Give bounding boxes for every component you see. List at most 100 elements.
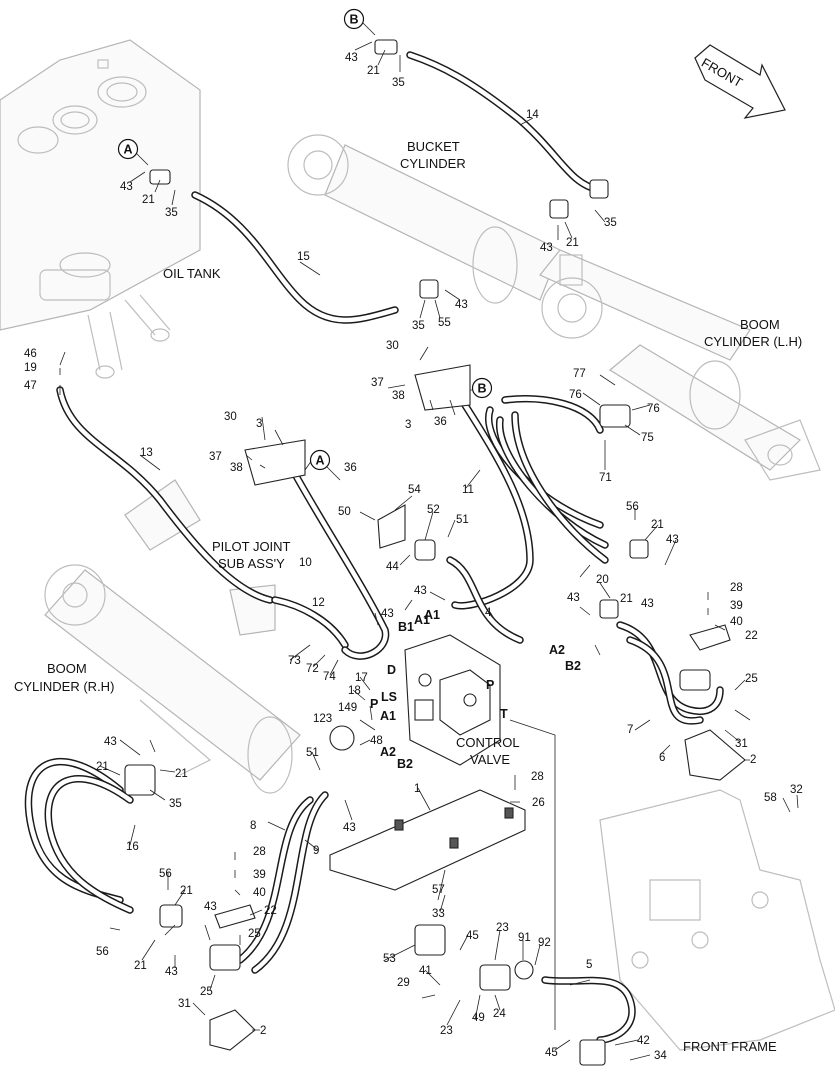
leader-lines	[59, 21, 799, 1061]
port-label: A2	[380, 745, 396, 759]
callout: 41	[419, 965, 432, 977]
callout: 25	[200, 986, 213, 998]
port-label: A1	[380, 709, 396, 723]
callout: 48	[370, 735, 383, 747]
callout: 43	[540, 242, 553, 254]
callout: 72	[306, 663, 319, 675]
boom-cylinder-rh-outline	[44, 564, 301, 794]
bucket-cylinder-outline	[287, 134, 751, 361]
oil-tank-label: OIL TANK	[163, 266, 221, 281]
callout: 92	[538, 937, 551, 949]
callout: 21	[134, 960, 147, 972]
callout: 56	[159, 868, 172, 880]
pilot-joint-label-1: PILOT JOINT	[212, 539, 291, 554]
boom-cylinder-lh-label-1: BOOM	[740, 317, 780, 332]
callout: 38	[230, 462, 243, 474]
callout: 2	[750, 754, 756, 766]
callout: 19	[24, 362, 37, 374]
circle-ref-a-top: A	[117, 138, 139, 160]
callout: 21	[180, 885, 193, 897]
callout: 23	[496, 922, 509, 934]
circle-ref-b-top: B	[343, 8, 365, 30]
port-label: B2	[565, 659, 581, 673]
port-label: D	[387, 663, 396, 677]
callout: 149	[338, 702, 357, 714]
callout: 11	[462, 484, 474, 496]
callout: 43	[345, 52, 358, 64]
callout: 32	[790, 784, 803, 796]
callout: 33	[432, 908, 445, 920]
port-label: A1	[414, 613, 430, 627]
callout: 2	[260, 1025, 266, 1037]
callout: 8	[250, 820, 256, 832]
callout: 37	[209, 451, 222, 463]
svg-text:B: B	[478, 382, 487, 396]
callout: 36	[434, 416, 447, 428]
callout: 30	[386, 340, 399, 352]
callout: 18	[348, 685, 361, 697]
port-label: P	[486, 678, 494, 692]
callout: 7	[627, 724, 633, 736]
callout: 50	[338, 506, 351, 518]
boom-cylinder-lh-outline	[608, 344, 821, 481]
callout: 30	[224, 411, 237, 423]
callout: 5	[586, 959, 592, 971]
callout: 21	[96, 761, 109, 773]
callout: 12	[312, 597, 325, 609]
front-frame-outline	[599, 789, 835, 1051]
callout: 49	[472, 1012, 485, 1024]
callout: 52	[427, 504, 440, 516]
svg-text:A: A	[316, 454, 325, 468]
callout: 42	[637, 1035, 650, 1047]
boom-cylinder-lh-label-2: CYLINDER (L.H)	[704, 334, 802, 349]
bucket-cylinder-label-2: CYLINDER	[400, 156, 466, 171]
callout: 77	[573, 368, 586, 380]
oil-tank-outline	[0, 39, 201, 379]
callout: 36	[344, 462, 357, 474]
callout: 53	[383, 953, 396, 965]
callout: 3	[405, 419, 411, 431]
callout: 44	[386, 561, 399, 573]
callout: 58	[764, 792, 777, 804]
callout: 43	[666, 534, 679, 546]
callout: 56	[626, 501, 639, 513]
callout: 25	[745, 673, 758, 685]
callout: 43	[567, 592, 580, 604]
boom-cylinder-rh-label-1: BOOM	[47, 661, 87, 676]
callout: 43	[343, 822, 356, 834]
callout: 51	[306, 747, 319, 759]
callout: 45	[466, 930, 479, 942]
port-label: A1	[424, 608, 440, 622]
part-callouts: 43 21 35 43 21 35 14 35 43 21 15 43 55 3…	[24, 52, 803, 1062]
callout: 26	[532, 797, 545, 809]
callout: 46	[24, 348, 37, 360]
callout: 43	[641, 598, 654, 610]
callout: 21	[566, 237, 579, 249]
callout: 39	[253, 869, 266, 881]
control-valve	[404, 634, 501, 766]
callout: 34	[654, 1050, 667, 1062]
callout: 91	[518, 932, 531, 944]
callout: 20	[596, 574, 609, 586]
callout: 35	[604, 217, 617, 229]
callout: 21	[175, 768, 188, 780]
callout: 24	[493, 1008, 506, 1020]
callout: 51	[456, 514, 469, 526]
callout: 3	[256, 418, 262, 430]
callout: 43	[104, 736, 117, 748]
boom-cylinder-rh-label-2: CYLINDER (R.H)	[14, 679, 114, 694]
callout: 43	[165, 966, 178, 978]
callout: 39	[730, 600, 743, 612]
bucket-cylinder-label-1: BUCKET	[407, 139, 460, 154]
callout: 40	[253, 887, 266, 899]
circle-ref-a-mid: A	[309, 449, 331, 471]
pilot-joint-label-2: SUB ASS'Y	[218, 556, 285, 571]
callout: 74	[323, 671, 336, 683]
callout: 43	[381, 608, 394, 620]
port-label: B2	[397, 757, 413, 771]
callout: 25	[248, 928, 261, 940]
front-arrow: FRONT	[694, 44, 786, 119]
callout: 17	[355, 672, 368, 684]
circle-ref-b-mid: B	[471, 377, 493, 399]
callout: 1	[414, 783, 420, 795]
